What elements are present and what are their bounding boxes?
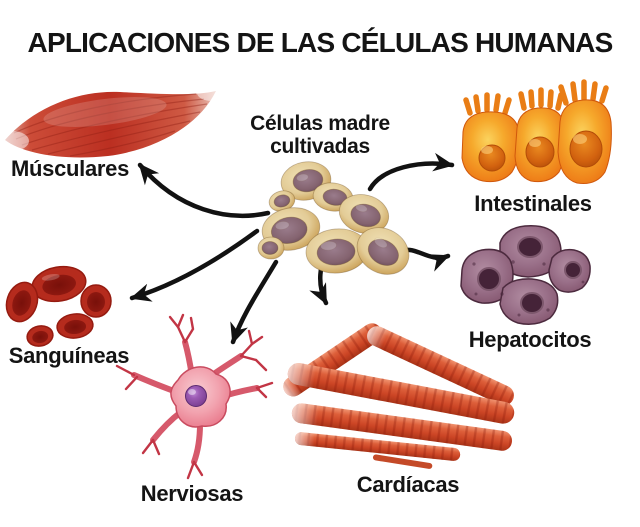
stem-cell-cluster-illustration xyxy=(257,161,410,275)
arrow-to-intestinales xyxy=(367,152,455,192)
center-label-line1: Células madre xyxy=(250,112,390,135)
label-sanguineas: Sanguíneas xyxy=(8,343,130,368)
label-hepatocitos: Hepatocitos xyxy=(468,327,592,352)
center-label-celulas-madre: Células madre cultivadas xyxy=(220,112,420,158)
red-blood-cells-illustration xyxy=(5,265,112,347)
label-musculares: Músculares xyxy=(10,156,130,181)
cardiac-muscle-fibers-illustration xyxy=(283,323,515,469)
diagram-title: APLICACIONES DE LAS CÉLULAS HUMANAS xyxy=(27,27,614,58)
arrow-to-musculares xyxy=(137,162,271,218)
neuron-illustration xyxy=(115,313,274,480)
arrow-to-nerviosas xyxy=(230,259,279,345)
label-cardiacas: Cardíacas xyxy=(356,472,460,497)
intestinal-cells-illustration xyxy=(461,79,612,184)
label-intestinales: Intestinales xyxy=(474,191,592,216)
center-label-line2: cultivadas xyxy=(270,135,370,158)
muscle-cell-illustration xyxy=(0,85,227,158)
label-nerviosas: Nerviosas xyxy=(140,481,244,506)
hepatocyte-cells-illustration xyxy=(460,225,591,325)
arrow-to-sanguineas xyxy=(129,228,260,302)
